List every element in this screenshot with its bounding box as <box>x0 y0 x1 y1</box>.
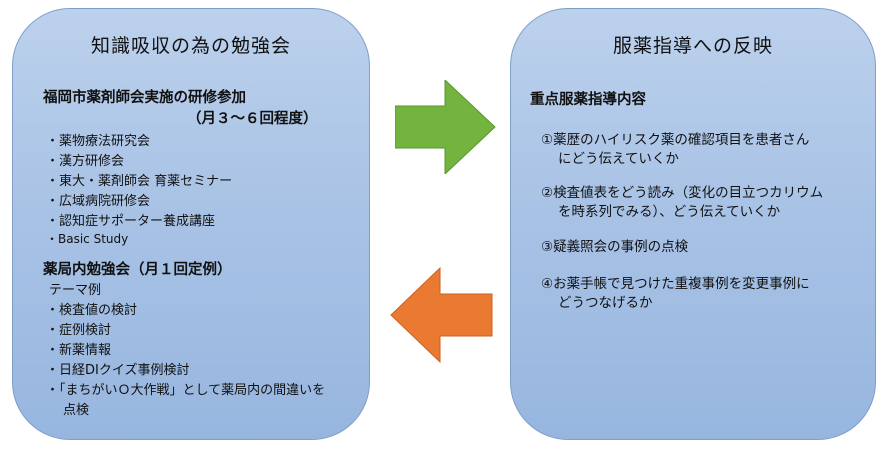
list-item: ・Basic Study <box>46 232 129 246</box>
section-heading: 福岡市薬剤師会実施の研修参加 <box>43 90 246 106</box>
section-heading: 薬局内勉強会（月１回定例） <box>43 262 232 278</box>
list-item: ・日経DIクイズ事例検討 <box>46 363 190 378</box>
study-session-panel: 知識吸収の為の勉強会 福岡市薬剤師会実施の研修参加 （月３～６回程度） ・薬物療… <box>12 8 370 440</box>
list-item: ・東大・薬剤師会 育薬セミナー <box>46 174 233 189</box>
list-item: ・薬物療法研究会 <box>46 134 151 149</box>
section-heading: 重点服薬指導内容 <box>530 92 646 108</box>
list-item: ・症例検討 <box>46 323 112 338</box>
guidance-item-line: どうつなげるか <box>558 295 653 311</box>
list-item: テーマ例 <box>49 283 102 298</box>
guidance-item-line: ②検査値表をどう読み（変化の目立つカリウム <box>541 185 824 201</box>
guidance-item-line: にどう伝えていくか <box>558 151 679 167</box>
list-item: 点検 <box>63 403 90 418</box>
list-item: ・「まちがいＯ大作戦」として薬局内の間違いを <box>46 383 326 398</box>
panel-title: 知識吸収の為の勉強会 <box>90 35 291 57</box>
guidance-panel: 服薬指導への反映 重点服薬指導内容 ①薬歴のハイリスク薬の確認項目を患者さん に… <box>510 8 876 440</box>
guidance-item-line: ①薬歴のハイリスク薬の確認項目を患者さん <box>541 132 810 148</box>
list-item: ・認知症サポーター養成講座 <box>46 214 216 229</box>
list-item: ・広域病院研修会 <box>46 194 151 209</box>
section-subheading: （月３～６回程度） <box>187 111 318 127</box>
list-item: ・検査値の検討 <box>46 303 138 318</box>
list-item: ・新薬情報 <box>46 343 112 358</box>
guidance-item-line: を時系列でみる）、どう伝えていくか <box>558 204 781 220</box>
arrow-right-icon <box>395 80 496 174</box>
list-item: ・漢方研修会 <box>46 154 125 169</box>
panel-title: 服薬指導への反映 <box>612 35 773 57</box>
guidance-item-line: ③疑義照会の事例の点検 <box>541 239 689 255</box>
guidance-item-line: ④お薬手帳で見つけた重複事例を変更事例に <box>541 276 810 292</box>
arrow-left-icon <box>390 267 493 363</box>
